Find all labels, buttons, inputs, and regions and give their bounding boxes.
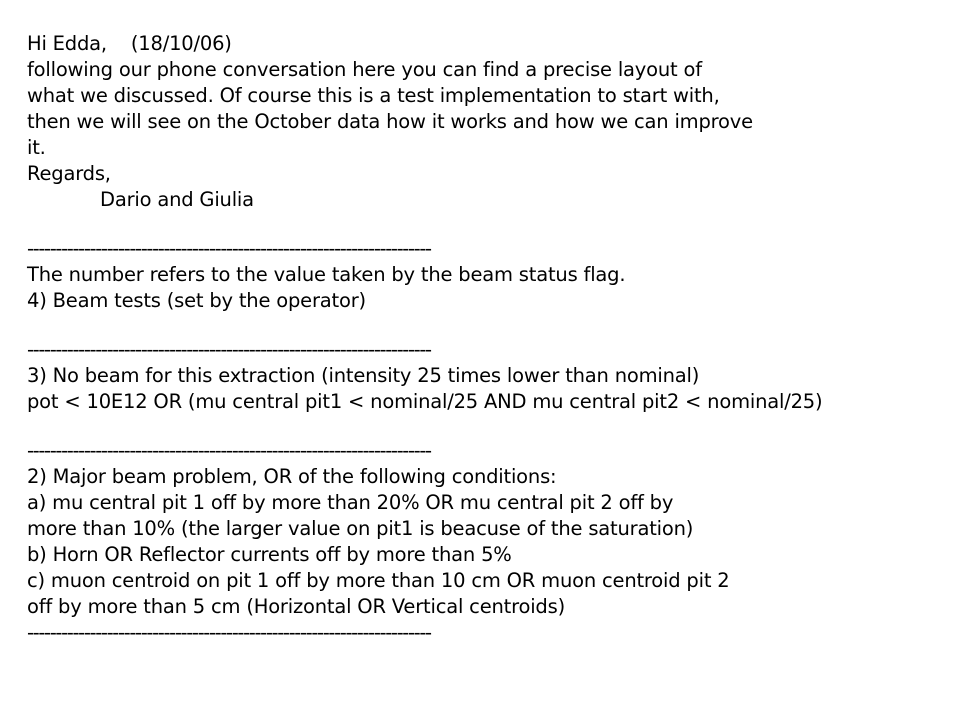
spacer <box>27 213 952 236</box>
section-2-line: 2) Major beam problem, OR of the followi… <box>27 465 557 488</box>
section-2-line: more than 10% (the larger value on pit1 … <box>27 517 694 540</box>
section-2-line: a) mu central pit 1 off by more than 20%… <box>27 491 674 514</box>
closing-line: Regards, <box>27 162 111 185</box>
intro-line: what we discussed. Of course this is a t… <box>27 84 720 107</box>
separator-line: ----------------------------------------… <box>27 439 432 462</box>
intro-line: then we will see on the October data how… <box>27 110 753 133</box>
section-3-line: pot < 10E12 OR (mu central pit1 < nomina… <box>27 390 823 413</box>
intro-line: following our phone conversation here yo… <box>27 58 702 81</box>
signature-line: Dario and Giulia <box>100 188 254 211</box>
section-2-line: c) muon centroid on pit 1 off by more th… <box>27 569 730 592</box>
section-4-line: 4) Beam tests (set by the operator) <box>27 289 366 312</box>
section-2-line: off by more than 5 cm (Horizontal OR Ver… <box>27 595 565 618</box>
section-3-line: 3) No beam for this extraction (intensit… <box>27 364 700 387</box>
spacer <box>27 314 952 337</box>
separator-line: ----------------------------------------… <box>27 621 432 644</box>
separator-line: ----------------------------------------… <box>27 237 432 260</box>
greeting-line: Hi Edda, (18/10/06) <box>27 32 232 55</box>
spacer <box>27 415 952 438</box>
separator-line: ----------------------------------------… <box>27 338 432 361</box>
section-2-line: b) Horn OR Reflector currents off by mor… <box>27 543 512 566</box>
section-4-line: The number refers to the value taken by … <box>27 263 626 286</box>
intro-line: it. <box>27 136 46 159</box>
document-page: Hi Edda, (18/10/06) following our phone … <box>27 31 952 646</box>
